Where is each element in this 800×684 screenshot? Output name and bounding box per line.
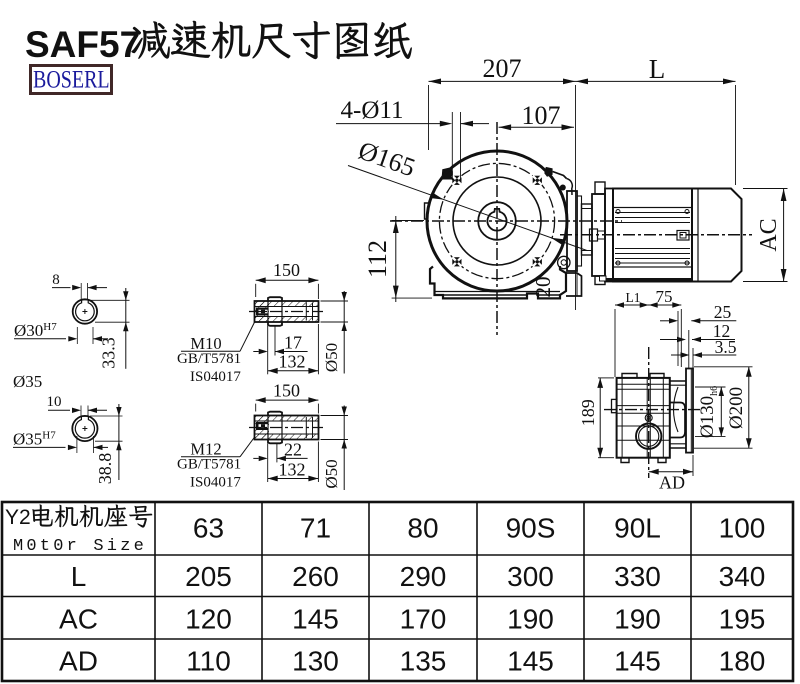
svg-text:Ø130h6: Ø130h6: [697, 386, 720, 438]
svg-text:150: 150: [273, 381, 300, 401]
svg-text:10: 10: [47, 394, 62, 410]
svg-text:145: 145: [507, 646, 554, 677]
svg-text:71: 71: [300, 513, 331, 544]
svg-text:4-Ø11: 4-Ø11: [341, 97, 404, 124]
svg-text:8: 8: [52, 272, 60, 288]
svg-text:3.5: 3.5: [715, 337, 737, 357]
svg-text:IS04017: IS04017: [190, 369, 241, 385]
svg-text:BOSERL: BOSERL: [33, 65, 110, 93]
svg-text:107: 107: [522, 101, 561, 130]
svg-text:Ø50: Ø50: [322, 459, 341, 488]
svg-text:AC: AC: [59, 604, 98, 635]
svg-text:25: 25: [714, 302, 732, 322]
svg-text:189: 189: [578, 399, 598, 426]
svg-text:110: 110: [186, 646, 231, 677]
svg-text:L: L: [71, 561, 87, 592]
svg-text:AD: AD: [59, 646, 98, 677]
svg-text:330: 330: [614, 561, 661, 592]
svg-text:207: 207: [483, 54, 522, 83]
svg-text:M0t0r Size: M0t0r Size: [13, 537, 147, 556]
svg-text:130: 130: [292, 646, 339, 677]
svg-text:90S: 90S: [506, 513, 556, 544]
svg-text:190: 190: [614, 604, 661, 635]
svg-text:Y2: Y2: [5, 506, 31, 529]
svg-text:17: 17: [284, 333, 302, 353]
svg-text:112: 112: [363, 240, 392, 278]
svg-text:M12: M12: [190, 440, 221, 459]
svg-text:Ø35: Ø35: [13, 372, 42, 391]
svg-text:M10: M10: [190, 334, 221, 353]
svg-text:22: 22: [284, 440, 302, 460]
svg-text:IS04017: IS04017: [190, 474, 241, 490]
svg-text:145: 145: [292, 604, 339, 635]
svg-text:150: 150: [273, 260, 300, 280]
svg-text:100: 100: [719, 513, 766, 544]
svg-text:L1: L1: [626, 290, 641, 305]
svg-text:195: 195: [719, 604, 766, 635]
svg-text:AD: AD: [659, 473, 685, 493]
svg-text:20: 20: [531, 277, 555, 298]
svg-text:38.8: 38.8: [95, 453, 115, 485]
svg-text:180: 180: [719, 646, 766, 677]
svg-text:190: 190: [507, 604, 554, 635]
svg-text:GB/T5781: GB/T5781: [177, 351, 241, 367]
svg-text:Ø200: Ø200: [726, 387, 747, 429]
svg-text:SAF57: SAF57: [25, 24, 140, 65]
svg-text:205: 205: [185, 561, 232, 592]
svg-text:132: 132: [279, 460, 306, 480]
svg-text:75: 75: [656, 287, 673, 306]
svg-text:90L: 90L: [614, 513, 661, 544]
svg-text:80: 80: [407, 513, 438, 544]
svg-text:260: 260: [292, 561, 339, 592]
svg-text:145: 145: [614, 646, 661, 677]
svg-text:Ø50: Ø50: [322, 343, 341, 372]
svg-text:290: 290: [400, 561, 447, 592]
svg-text:63: 63: [193, 513, 224, 544]
svg-text:AC: AC: [756, 218, 782, 251]
svg-text:300: 300: [507, 561, 554, 592]
svg-text:135: 135: [400, 646, 447, 677]
svg-text:170: 170: [400, 604, 447, 635]
svg-text:12: 12: [713, 321, 731, 341]
svg-text:132: 132: [279, 352, 306, 372]
svg-text:GB/T5781: GB/T5781: [177, 456, 241, 472]
svg-text:33.3: 33.3: [99, 337, 119, 369]
svg-text:L: L: [649, 54, 666, 84]
svg-text:340: 340: [719, 561, 766, 592]
svg-text:120: 120: [185, 604, 232, 635]
